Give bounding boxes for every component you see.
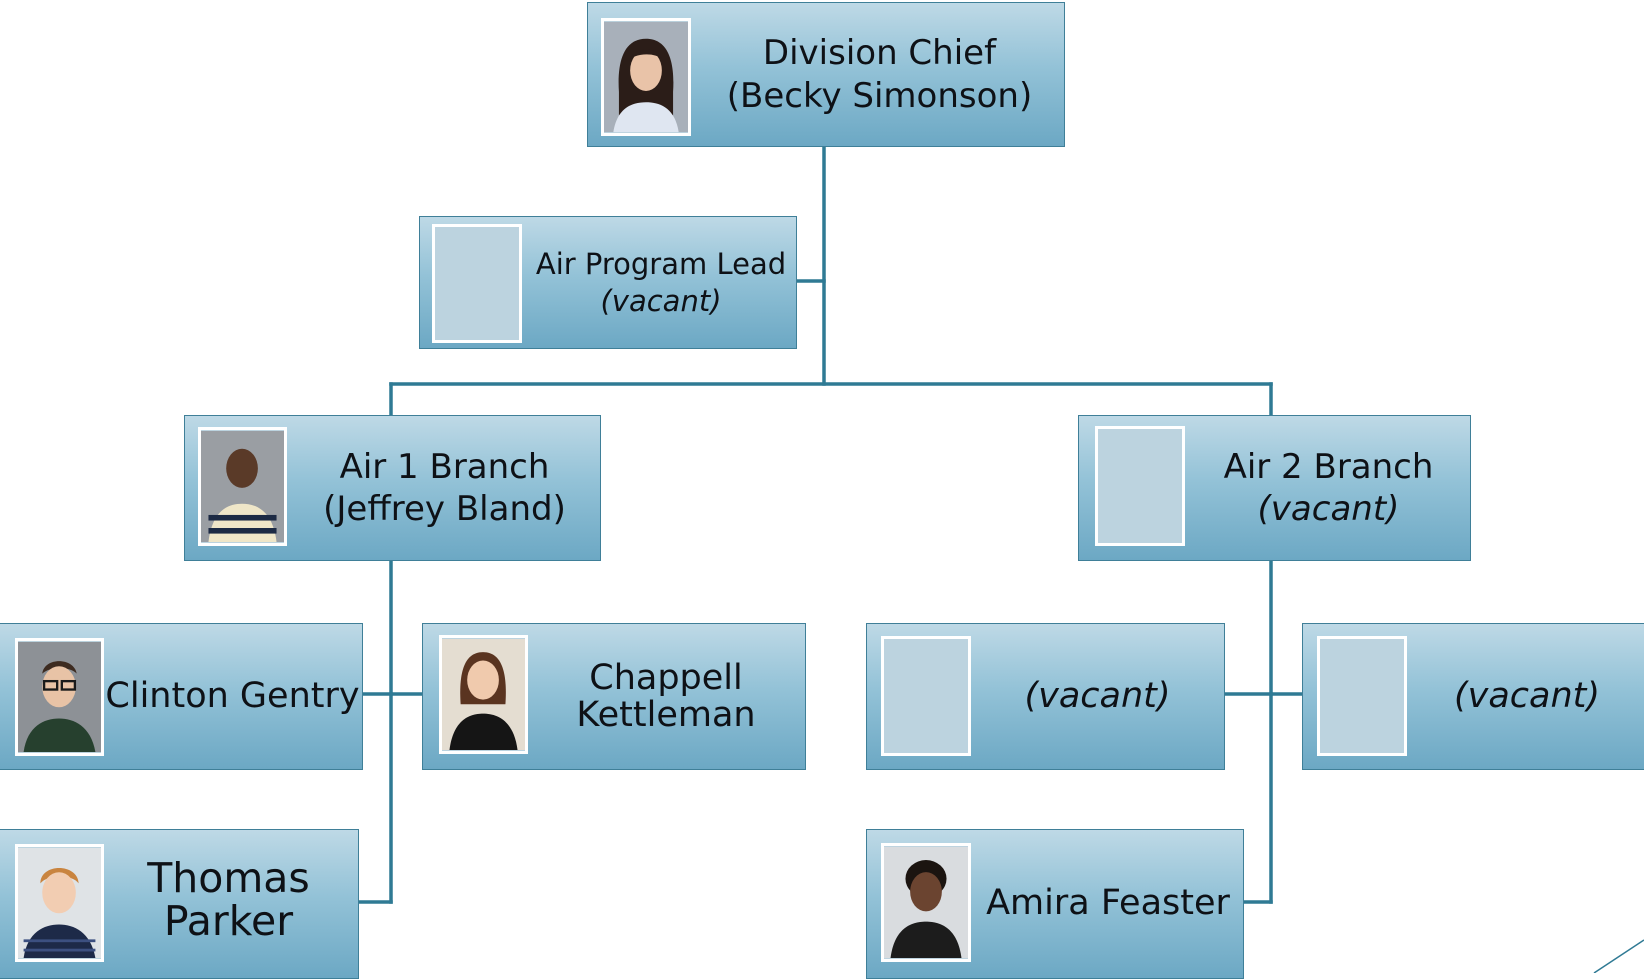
portrait-icon [201, 431, 284, 542]
node-label: (vacant) [979, 624, 1216, 769]
node-person-name: (vacant) [600, 283, 722, 318]
node-title: Division Chief [762, 33, 997, 73]
node-label: Air Program Lead (vacant) [530, 217, 792, 348]
node-air2-branch: Air 2 Branch (vacant) [1078, 415, 1471, 561]
person-photo-amira-feaster [881, 843, 971, 962]
node-person-name: Clinton Gentry [105, 675, 360, 716]
node-name-line-1: Thomas [147, 854, 310, 902]
vacant-photo-placeholder [1095, 426, 1185, 546]
node-person-name: (vacant) [1024, 675, 1171, 716]
node-label: Chappell Kettleman [535, 624, 797, 769]
node-label: Thomas Parker [105, 830, 352, 978]
node-name-line-2: Parker [163, 897, 294, 946]
portrait-icon [604, 21, 688, 133]
vacant-photo-placeholder [1317, 636, 1407, 756]
node-air2-staff-vacant-2: (vacant) [1302, 623, 1644, 770]
node-title: Air Program Lead [535, 247, 787, 282]
node-chappell-kettleman: Chappell Kettleman [422, 623, 806, 770]
node-air-program-lead: Air Program Lead (vacant) [419, 216, 797, 349]
node-air1-branch: Air 1 Branch (Jeffrey Bland) [184, 415, 601, 561]
node-title: Air 1 Branch [339, 446, 550, 487]
node-person-name: (Becky Simonson) [726, 75, 1033, 116]
portrait-icon [18, 641, 101, 753]
node-air2-staff-vacant-1: (vacant) [866, 623, 1225, 770]
node-person-name: (vacant) [1453, 675, 1601, 716]
portrait-icon [18, 847, 101, 959]
person-photo-becky-simonson [601, 18, 691, 136]
node-label: Air 1 Branch (Jeffrey Bland) [295, 416, 594, 560]
node-label: Amira Feaster [977, 830, 1239, 978]
portrait-icon [884, 846, 968, 959]
node-label: Division Chief (Becky Simonson) [701, 3, 1058, 146]
node-label: Clinton Gentry [105, 624, 360, 769]
portrait-icon [442, 639, 525, 750]
person-photo-jeffrey-bland [198, 427, 287, 546]
node-division-chief: Division Chief (Becky Simonson) [587, 2, 1065, 147]
node-amira-feaster: Amira Feaster [866, 829, 1244, 979]
vacant-photo-placeholder [432, 224, 522, 343]
node-person-name: (vacant) [1257, 489, 1400, 529]
node-person-name: (Jeffrey Bland) [323, 489, 566, 529]
node-label: (vacant) [1415, 624, 1639, 769]
node-person-name: Amira Feaster [986, 883, 1230, 924]
person-photo-thomas-parker [15, 844, 104, 962]
vacant-photo-placeholder [881, 636, 971, 756]
node-name-line-2: Kettleman [576, 694, 756, 735]
node-title: Air 2 Branch [1223, 446, 1434, 487]
node-name-line-1: Chappell [589, 657, 743, 698]
person-photo-chappell-kettleman [439, 635, 528, 754]
node-label: Air 2 Branch (vacant) [1191, 416, 1466, 560]
person-photo-clinton-gentry [15, 638, 104, 756]
node-clinton-gentry: Clinton Gentry [0, 623, 363, 770]
node-thomas-parker: Thomas Parker [0, 829, 359, 979]
